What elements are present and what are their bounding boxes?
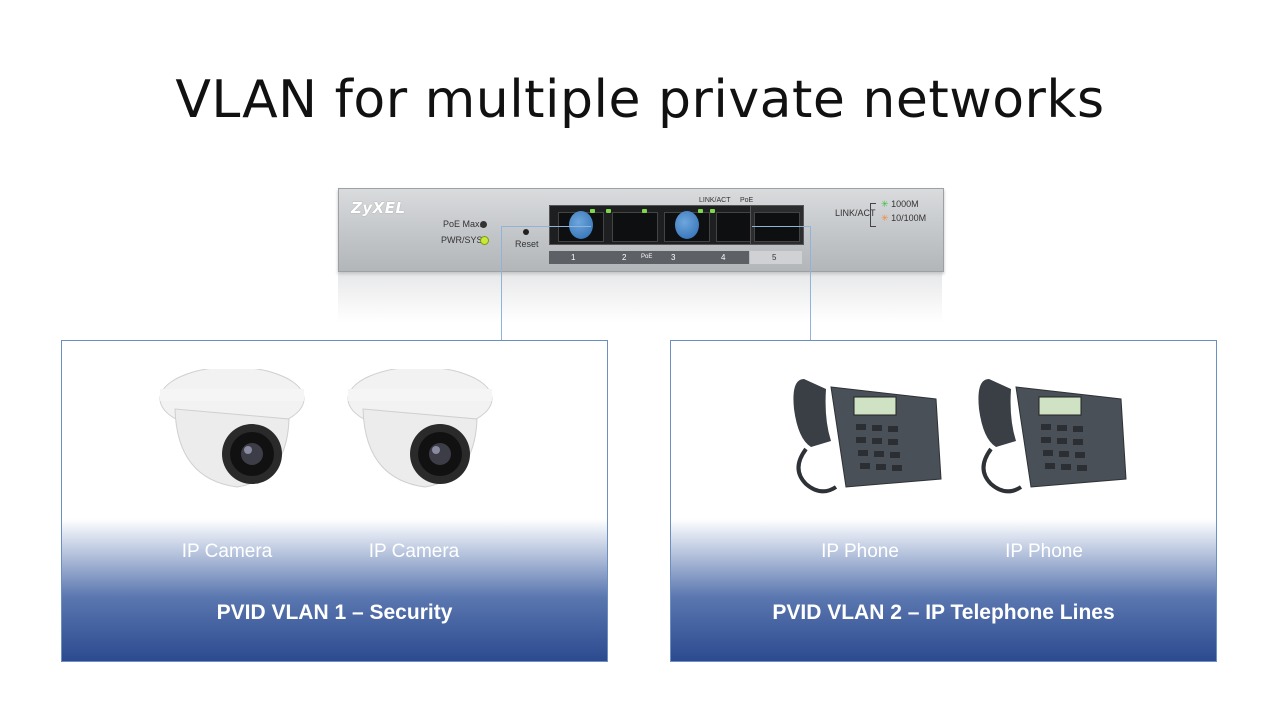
port-1[interactable] bbox=[558, 211, 604, 242]
vlan1-panel: IP Camera IP Camera PVID VLAN 1 – Securi… bbox=[61, 340, 608, 662]
port-4-led bbox=[710, 209, 715, 213]
vlan2-label: PVID VLAN 2 – IP Telephone Lines bbox=[772, 601, 1115, 624]
port-2[interactable] bbox=[612, 212, 658, 242]
vlan2-link-line-h bbox=[752, 226, 810, 227]
pwr-sys-led bbox=[480, 236, 489, 245]
brand-logo: ZyXEL bbox=[351, 199, 406, 217]
speed-100-label: 10/100M bbox=[891, 213, 927, 223]
port-number-5: 5 bbox=[772, 253, 777, 262]
link-act-legend-label: LINK/ACT bbox=[835, 208, 876, 218]
camera-icon bbox=[159, 369, 305, 488]
legend-bracket bbox=[870, 203, 876, 227]
vlan1-label: PVID VLAN 1 – Security bbox=[216, 601, 453, 624]
phone-icon bbox=[978, 379, 1127, 494]
port-2-led bbox=[606, 209, 611, 213]
poe-top-label: PoE bbox=[740, 197, 754, 204]
switch-reflection bbox=[338, 272, 942, 322]
speed-1000-label: 1000M bbox=[891, 199, 919, 209]
port-number-bar: 1 2 PoE 3 4 bbox=[549, 251, 749, 264]
device-label: IP Phone bbox=[821, 541, 899, 562]
link-act-top-label: LINK/ACT bbox=[699, 197, 731, 204]
speed-100-legend: ✳ 10/100M bbox=[881, 213, 926, 224]
poe-max-label: PoE Max. bbox=[443, 219, 483, 229]
device-label: IP Camera bbox=[181, 541, 273, 562]
port-3-led bbox=[698, 209, 703, 213]
port-1-led bbox=[590, 209, 595, 213]
port-number-3: 3 bbox=[671, 253, 676, 262]
vlan1-link-line-h bbox=[501, 226, 591, 227]
port-3[interactable] bbox=[664, 211, 710, 242]
orange-led-icon: ✳ bbox=[881, 213, 889, 223]
vlan2-link-line bbox=[810, 226, 811, 340]
green-led-icon: ✳ bbox=[881, 199, 889, 209]
port-number-2: 2 bbox=[622, 253, 627, 262]
vlan1-gradient bbox=[62, 519, 607, 661]
speed-1000-legend: ✳ 1000M bbox=[881, 199, 919, 210]
phone-icon bbox=[793, 379, 942, 494]
poe-max-led bbox=[480, 221, 487, 228]
device-label: IP Camera bbox=[368, 541, 460, 562]
reset-label: Reset bbox=[515, 239, 539, 249]
port-5-socket bbox=[754, 212, 800, 242]
port-5[interactable] bbox=[750, 205, 804, 245]
cable-plug-1 bbox=[569, 211, 593, 239]
port-number-bar-5: 5 bbox=[750, 251, 802, 264]
network-switch: ZyXEL PoE Max. PWR/SYS Reset LINK/ACT Po… bbox=[338, 188, 944, 272]
vlan1-link-line bbox=[501, 226, 502, 340]
camera-icon bbox=[347, 369, 493, 488]
pwr-sys-label: PWR/SYS bbox=[441, 235, 483, 245]
vlan2-panel: IP Phone IP Phone PVID VLAN 2 – IP Telep… bbox=[670, 340, 1217, 662]
page-title: VLAN for multiple private networks bbox=[175, 70, 1105, 130]
port-poe-label: PoE bbox=[641, 254, 653, 260]
cable-plug-3 bbox=[675, 211, 699, 239]
port-2-led-b bbox=[642, 209, 647, 213]
vlan2-gradient bbox=[671, 519, 1216, 661]
port-number-4: 4 bbox=[721, 253, 726, 262]
port-number-1: 1 bbox=[571, 253, 576, 262]
reset-button[interactable] bbox=[523, 229, 529, 235]
device-label: IP Phone bbox=[1005, 541, 1083, 562]
